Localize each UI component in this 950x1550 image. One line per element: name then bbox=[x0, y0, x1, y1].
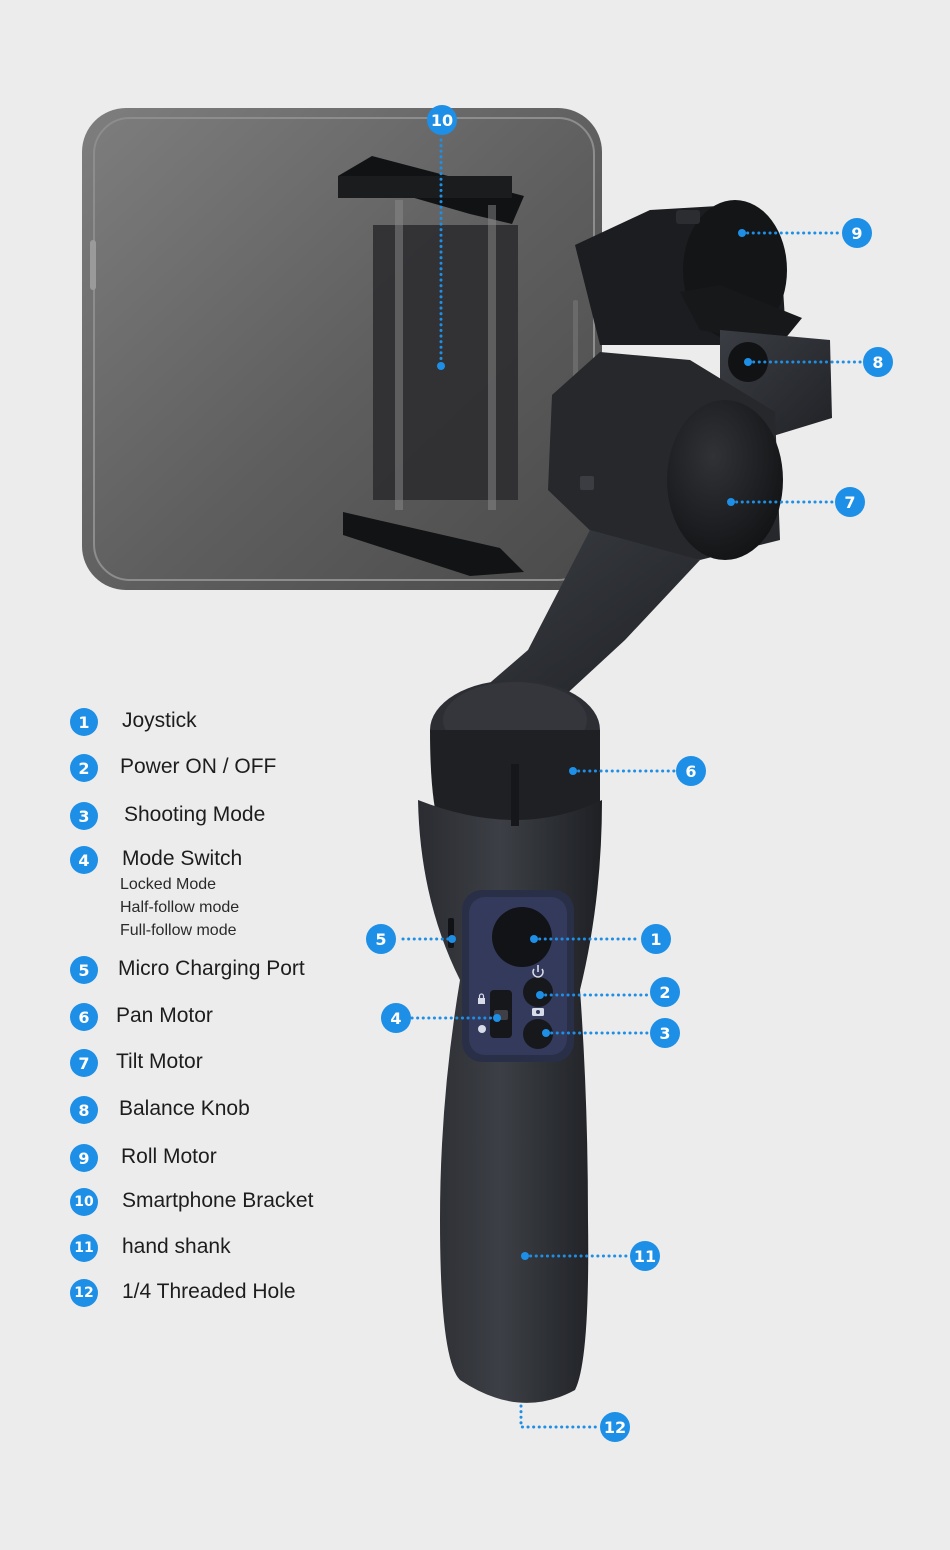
legend-label: Roll Motor bbox=[121, 1145, 217, 1168]
legend-badge: 4 bbox=[70, 846, 98, 874]
legend-sub-label: Full-follow mode bbox=[120, 922, 237, 939]
legend-item: 7 Tilt Motor bbox=[70, 1049, 203, 1077]
legend-badge: 12 bbox=[70, 1279, 98, 1307]
callout-badge-7: 7 bbox=[835, 487, 865, 517]
legend-item: 3 Shooting Mode bbox=[70, 802, 265, 830]
callout-badge-6: 6 bbox=[676, 756, 706, 786]
callout-badge-5: 5 bbox=[366, 924, 396, 954]
camera-icon bbox=[532, 1008, 544, 1016]
smartphone-bracket bbox=[338, 156, 524, 576]
legend-badge: 2 bbox=[70, 754, 98, 782]
legend-badge: 5 bbox=[70, 956, 98, 984]
lock-icon bbox=[478, 993, 485, 1004]
legend-label: Power ON / OFF bbox=[120, 755, 277, 778]
legend-label: Pan Motor bbox=[116, 1004, 213, 1027]
callout-badge-9: 9 bbox=[842, 218, 872, 248]
legend-label: Joystick bbox=[122, 709, 197, 732]
legend-item: 9 Roll Motor bbox=[70, 1144, 217, 1172]
callout-badge-8: 8 bbox=[863, 347, 893, 377]
shoot-button[interactable] bbox=[523, 1019, 553, 1049]
tilt-motor bbox=[548, 352, 783, 560]
callout-badge-12: 12 bbox=[600, 1412, 630, 1442]
power-icon bbox=[532, 965, 544, 978]
legend-item: 6 Pan Motor bbox=[70, 1003, 213, 1031]
legend-item: 8 Balance Knob bbox=[70, 1096, 250, 1124]
legend-label: Mode Switch bbox=[122, 847, 243, 870]
legend-item: 11 hand shank bbox=[70, 1234, 231, 1262]
legend-sub-label: Locked Mode bbox=[120, 876, 217, 893]
legend-item: 1 Joystick bbox=[70, 708, 197, 736]
legend-label: Tilt Motor bbox=[116, 1050, 203, 1073]
legend-item: 5 Micro Charging Port bbox=[70, 956, 305, 984]
legend-badge: 1 bbox=[70, 708, 98, 736]
callout-badge-1: 1 bbox=[641, 924, 671, 954]
legend-badge: 6 bbox=[70, 1003, 98, 1031]
callout-lines bbox=[401, 138, 864, 1429]
legend-badge: 3 bbox=[70, 802, 98, 830]
legend-label: Micro Charging Port bbox=[118, 957, 305, 980]
control-panel bbox=[448, 890, 574, 1062]
legend-label: 1/4 Threaded Hole bbox=[122, 1280, 296, 1303]
callout-badge-11: 11 bbox=[630, 1241, 660, 1271]
legend-label: hand shank bbox=[122, 1235, 231, 1258]
legend-label: Shooting Mode bbox=[124, 803, 266, 826]
callout-badge-4: 4 bbox=[381, 1003, 411, 1033]
gimbal-arm bbox=[470, 530, 700, 700]
legend-badge: 10 bbox=[70, 1188, 98, 1216]
legend-item: 10 Smartphone Bracket bbox=[70, 1188, 313, 1216]
legend-label: Smartphone Bracket bbox=[122, 1189, 314, 1212]
callout-badge-2: 2 bbox=[650, 977, 680, 1007]
legend-item: 2 Power ON / OFF bbox=[70, 754, 276, 782]
legend-sub-label: Half-follow mode bbox=[120, 899, 240, 916]
legend-badge: 9 bbox=[70, 1144, 98, 1172]
callout-badge-3: 3 bbox=[650, 1018, 680, 1048]
joystick[interactable] bbox=[492, 907, 552, 967]
legend-badge: 8 bbox=[70, 1096, 98, 1124]
callout-dots bbox=[437, 229, 752, 1260]
legend-badge: 11 bbox=[70, 1234, 98, 1262]
legend-item: 4 Mode Switch Locked Mode Half-follow mo… bbox=[70, 846, 242, 942]
callout-badge-10: 10 bbox=[427, 105, 457, 135]
legend-item: 12 1/4 Threaded Hole bbox=[70, 1279, 296, 1307]
legend-badge: 7 bbox=[70, 1049, 98, 1077]
legend-label: Balance Knob bbox=[119, 1097, 250, 1120]
